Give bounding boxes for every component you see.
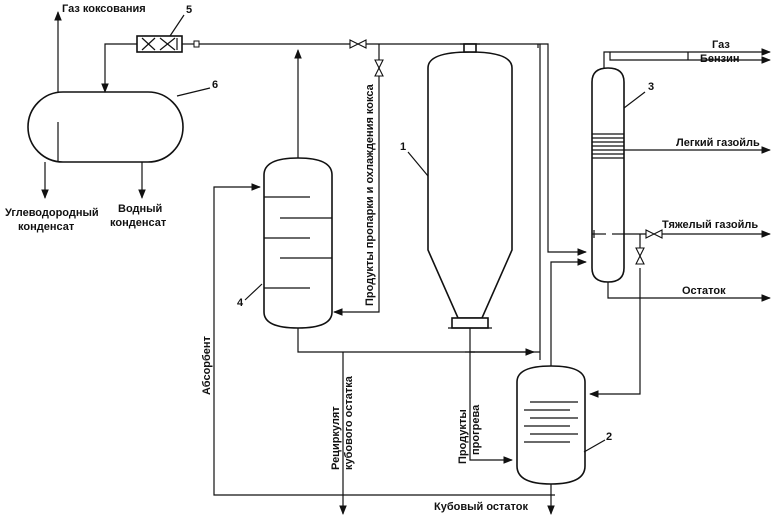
warmup-products-line [469, 328, 513, 464]
leader-5 [169, 14, 185, 37]
reactor-vapor-to-fractionator [540, 43, 587, 256]
label-warmup-2: прогрева [470, 404, 482, 455]
drum2-overhead [550, 258, 587, 366]
leader-4 [244, 283, 263, 301]
gasoline-outlet [609, 52, 771, 64]
label-gasoline: Бензин [700, 53, 740, 65]
label-bottoms: Кубовый остаток [434, 501, 528, 513]
heavy-gasoil-valve-v [635, 247, 645, 265]
label-light-gasoil: Легкий газойль [676, 137, 760, 149]
label-coke-gas: Газ коксования [62, 3, 146, 15]
leader-3 [623, 91, 646, 109]
heavy-gasoil-valve-h [645, 229, 663, 239]
label-water-condensate-2: конденсат [110, 217, 167, 229]
label-water-condensate-1: Водный [118, 203, 162, 215]
leader-1 [407, 151, 429, 177]
steam-valve [374, 59, 384, 77]
column-4 [263, 157, 333, 329]
steam-products-line [333, 76, 380, 316]
gas-outlet [603, 48, 771, 60]
absorbent-line [213, 183, 555, 496]
number-1: 1 [400, 141, 406, 153]
number-2: 2 [606, 431, 612, 443]
vessel-6-drum [27, 91, 184, 163]
vessel-2 [516, 365, 586, 485]
drum-inlet-line [101, 43, 137, 93]
label-recycle-2: кубового остатка [343, 375, 355, 470]
residue-outlet [607, 282, 771, 302]
leader-2 [583, 439, 606, 453]
label-absorbent: Абсорбент [201, 335, 213, 395]
fractionator-3 [591, 60, 625, 283]
leader-6 [176, 87, 211, 97]
label-residue: Остаток [682, 285, 726, 297]
header-valve [349, 39, 367, 49]
coking-reactor-1 [427, 43, 513, 329]
column4-bottoms [297, 328, 540, 353]
number-4: 4 [237, 297, 244, 309]
number-6: 6 [212, 79, 218, 91]
residue-to-drum2 [589, 268, 641, 398]
label-heavy-gasoil: Тяжелый газойль [662, 219, 758, 231]
number-3: 3 [648, 81, 654, 93]
label-recycle-1: Рециркулят [330, 406, 342, 470]
label-warmup-1: Продукты [457, 409, 469, 464]
label-steam-products: Продукты пропарки и охлаждения кокса [364, 83, 376, 306]
label-hydrocarbon-condensate-1: Углеводородный [5, 207, 99, 219]
label-hydrocarbon-condensate-2: конденсат [18, 221, 75, 233]
heat-exchanger-5 [136, 35, 183, 53]
label-gas: Газ [712, 39, 730, 51]
number-5: 5 [186, 4, 192, 16]
